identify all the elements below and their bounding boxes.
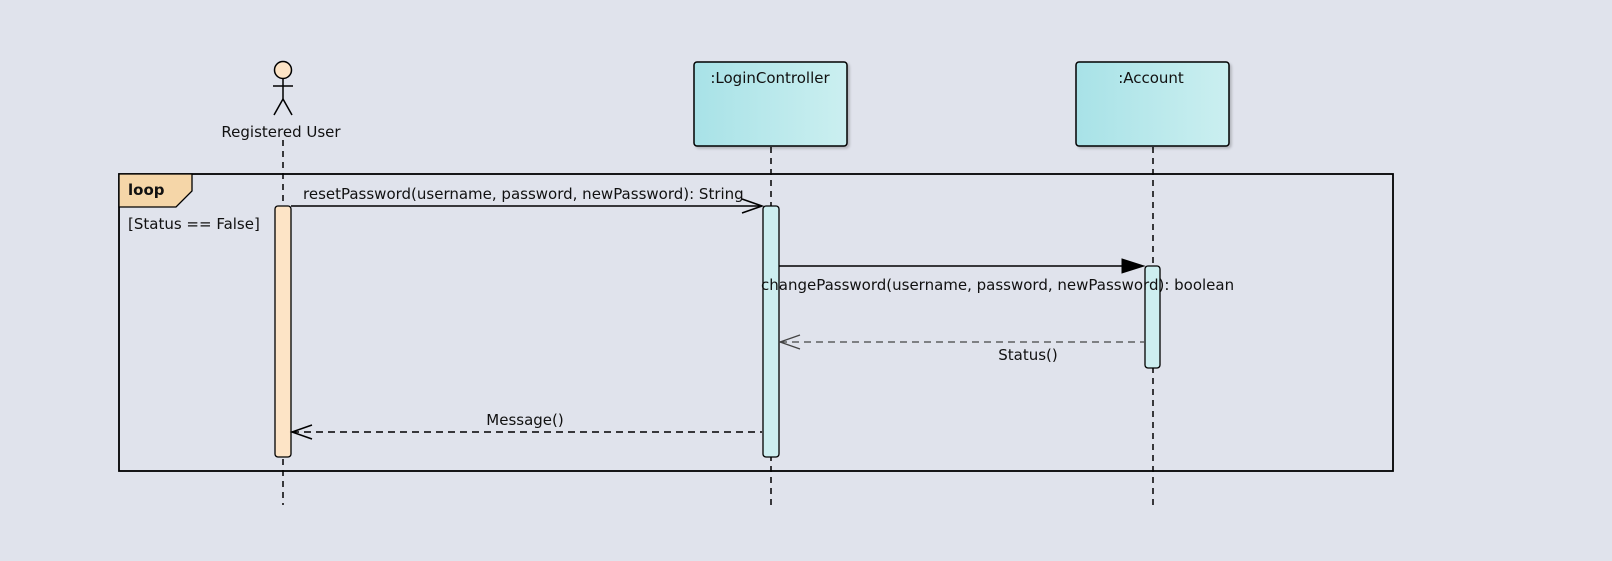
message-reset-password-arrow: [291, 198, 765, 214]
message-change-password-label: changePassword(username, password, newPa…: [761, 276, 1235, 294]
loop-fragment-frame: [118, 173, 1394, 472]
activation-registered-user: [274, 205, 292, 458]
actor-icon: [273, 60, 293, 116]
message-reset-password-label: resetPassword(username, password, newPas…: [303, 185, 744, 203]
activation-login-controller: [762, 205, 780, 458]
login-controller-title: :LoginController: [710, 69, 830, 87]
account-title: :Account: [1118, 69, 1184, 87]
message-change-password-arrow: [779, 258, 1146, 274]
activation-account: [1144, 265, 1161, 369]
message-message-label: Message(): [486, 411, 564, 429]
loop-operator-label: loop: [128, 181, 165, 199]
login-controller-box[interactable]: [693, 61, 848, 147]
loop-fragment-tag: [118, 173, 193, 208]
message-message-return-arrow: [289, 424, 762, 440]
message-status-label: Status(): [998, 346, 1058, 364]
account-box[interactable]: [1075, 61, 1230, 147]
loop-guard-label: [Status == False]: [128, 215, 260, 233]
message-status-return-arrow: [778, 334, 1144, 350]
actor-label: Registered User: [221, 123, 341, 141]
